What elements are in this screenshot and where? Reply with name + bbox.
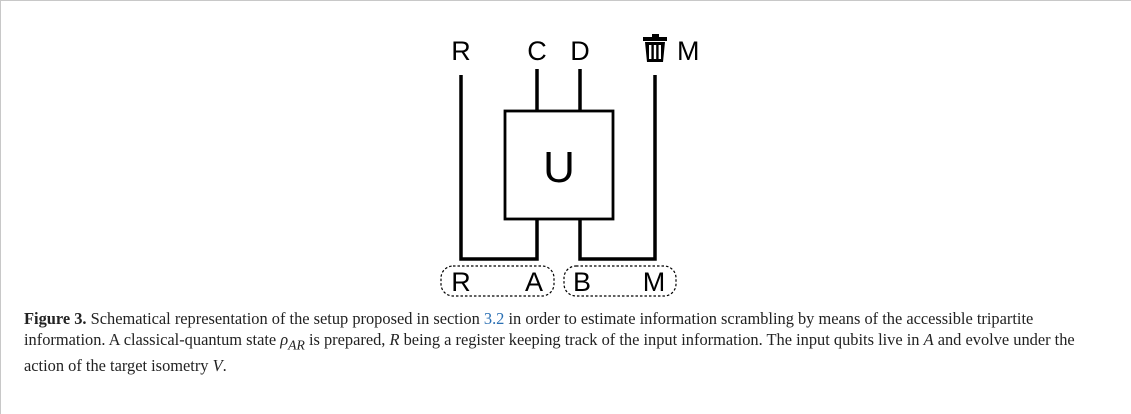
top-label-m: M bbox=[677, 36, 700, 66]
unitary-box bbox=[503, 109, 615, 221]
top-label-c: C bbox=[527, 36, 547, 66]
bottom-label-m: M bbox=[643, 267, 666, 297]
wire-m bbox=[578, 75, 657, 261]
rho-symbol: ρ bbox=[280, 330, 289, 349]
caption-text-1: Schematical representation of the setup … bbox=[86, 309, 484, 328]
figure-caption: Figure 3. Schematical representation of … bbox=[24, 308, 1109, 376]
top-label-r: R bbox=[451, 36, 471, 66]
gate-label: U bbox=[543, 143, 575, 192]
rho-subscript: AR bbox=[288, 337, 305, 353]
bottom-label-r: R bbox=[451, 267, 471, 297]
figure-number: Figure 3. bbox=[24, 309, 87, 328]
bottom-label-b: B bbox=[573, 267, 591, 297]
a-variable: A bbox=[923, 330, 934, 349]
section-link[interactable]: 3.2 bbox=[483, 309, 505, 328]
caption-text-4: being a register keeping track of the in… bbox=[399, 330, 924, 349]
v-variable: V bbox=[212, 356, 223, 376]
caption-text-6: . bbox=[222, 356, 227, 376]
bottom-label-a: A bbox=[525, 267, 543, 297]
caption-text-5: and evolve under the action of the targe… bbox=[24, 330, 1075, 376]
r-variable: R bbox=[389, 330, 400, 349]
trash-icon bbox=[643, 34, 667, 62]
input-group-ra bbox=[440, 265, 555, 297]
caption-text-3: is prepared, bbox=[304, 330, 390, 349]
wire-r bbox=[459, 75, 539, 261]
input-group-bm bbox=[563, 265, 677, 297]
circuit-diagram: U R C D M R A B M bbox=[440, 34, 700, 297]
wires bbox=[459, 69, 657, 261]
top-label-d: D bbox=[570, 36, 590, 66]
caption-text-2: in order to estimate information scrambl… bbox=[24, 309, 1034, 349]
